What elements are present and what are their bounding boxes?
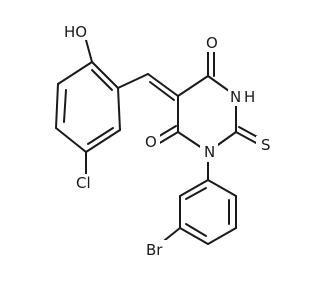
atom-label-oxygen-top: O bbox=[206, 34, 218, 52]
bond bbox=[177, 75, 209, 97]
bond bbox=[85, 39, 93, 63]
bond bbox=[91, 61, 119, 89]
atom-label-oxygen-left: O bbox=[145, 133, 157, 151]
bond bbox=[91, 69, 113, 91]
bond bbox=[55, 83, 59, 129]
atom-label-bromine: Br bbox=[146, 241, 163, 259]
bond bbox=[85, 129, 121, 153]
bond bbox=[185, 187, 207, 200]
structure-canvas: HO O N H O N S Cl Br bbox=[55, 22, 274, 260]
bond bbox=[235, 131, 259, 145]
bond bbox=[87, 127, 114, 145]
bond bbox=[179, 179, 209, 197]
bonds bbox=[55, 39, 262, 245]
bond bbox=[207, 179, 237, 197]
bond bbox=[117, 87, 121, 131]
bond bbox=[207, 227, 237, 245]
atom-label-sulfur: S bbox=[261, 136, 271, 154]
atom-label-nh-n: N bbox=[230, 88, 241, 106]
bond bbox=[55, 127, 87, 153]
bond bbox=[179, 227, 209, 245]
bond bbox=[149, 81, 175, 101]
atom-label-chlorine: Cl bbox=[76, 174, 91, 192]
bond bbox=[57, 61, 93, 85]
atom-label-nitrogen: N bbox=[204, 143, 215, 161]
bond bbox=[157, 131, 179, 145]
bond bbox=[147, 73, 179, 97]
atom-labels: HO O N H O N S Cl Br bbox=[64, 22, 274, 260]
bond bbox=[63, 89, 67, 123]
molecule-diagram: HO O N H O N S Cl Br bbox=[55, 22, 274, 260]
atom-label-nh-h: H bbox=[244, 88, 255, 106]
bond bbox=[185, 223, 207, 237]
bond bbox=[117, 73, 149, 89]
atom-label-hydroxyl: HO bbox=[64, 23, 87, 41]
